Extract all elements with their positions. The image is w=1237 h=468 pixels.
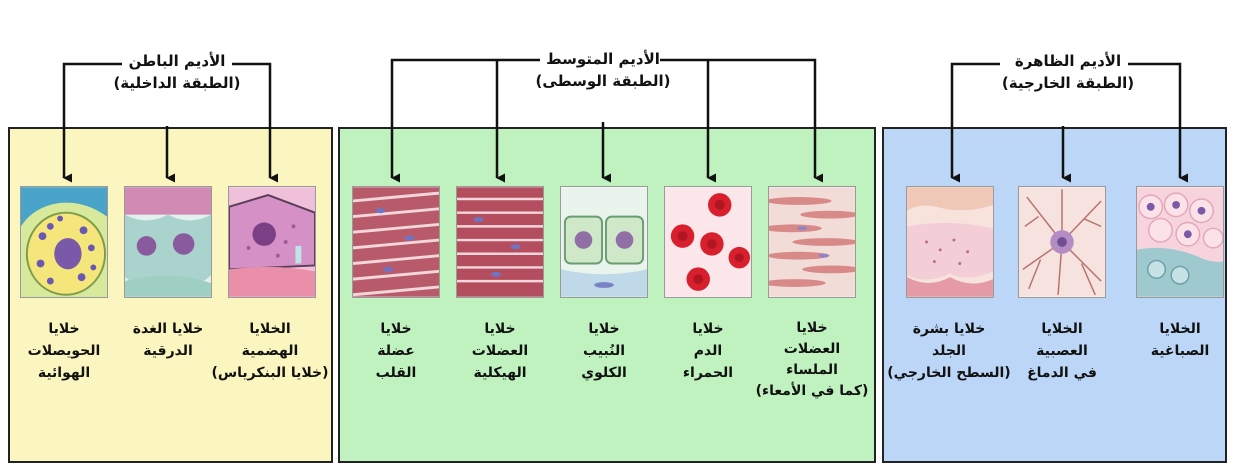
label-line: الخلايا — [1041, 321, 1083, 337]
endoderm-title-block: الأديم الباطن (الطبقة الداخلية) — [102, 50, 252, 94]
pancreatic-cell-image — [228, 186, 316, 298]
red-blood-cell-label: خلايا الدم الحمراء — [658, 318, 758, 384]
cardiac-cell-label: خلايا عضلة القلب — [346, 318, 446, 384]
label-line: خلايا — [796, 320, 828, 336]
kidney-tubule-cell-image — [560, 186, 648, 298]
pigment-cell-label: الخلايا الصباغية — [1130, 318, 1230, 362]
label-line: الهوائية — [37, 365, 91, 381]
label-line: خلايا — [380, 321, 412, 337]
label-line: (خلايا البنكرياس) — [211, 365, 329, 381]
thyroid-cell-label: خلايا الغدة الدرقية — [118, 318, 218, 362]
red-blood-cell-image — [664, 186, 752, 298]
mesoderm-title-block: الأديم المتوسط (الطبقة الوسطى) — [528, 48, 678, 92]
label-line: الدم — [693, 343, 723, 359]
label-line: خلايا — [48, 321, 80, 337]
cardiac-cell-image — [352, 186, 440, 298]
thyroid-cell-image — [124, 186, 212, 298]
label-line: (كما في الأمعاء) — [755, 383, 869, 399]
ectoderm-subtitle: (الطبقة الخارجية) — [1001, 74, 1135, 92]
endoderm-subtitle: (الطبقة الداخلية) — [113, 74, 241, 92]
kidney-tubule-cell-label: خلايا النُبيب الكلوي — [554, 318, 654, 384]
label-line: خلايا — [484, 321, 516, 337]
label-line: الهيكلية — [473, 365, 527, 381]
pancreatic-cell-label: الخلايا الهضمية (خلايا البنكرياس) — [206, 318, 334, 384]
ectoderm-title: الأديم الظاهرة — [1014, 52, 1122, 70]
label-line: خلايا الغدة — [132, 321, 204, 337]
label-line: الخلايا — [249, 321, 291, 337]
alveoli-cell-image — [20, 186, 108, 298]
skin-cell-label: خلايا بشرة الجلد (السطح الخارجي) — [884, 318, 1014, 384]
label-line: العضلات — [783, 341, 841, 357]
label-line: خلايا — [692, 321, 724, 337]
skeletal-cell-label: خلايا العضلات الهيكلية — [450, 318, 550, 384]
skeletal-cell-image — [456, 186, 544, 298]
alveoli-cell-label: خلايا الحويصلات الهوائية — [14, 318, 114, 384]
label-line: العضلات — [471, 343, 529, 359]
label-line: القلب — [375, 365, 417, 381]
label-line: الدرقية — [143, 343, 193, 359]
label-line: في الدماغ — [1027, 365, 1097, 381]
label-line: الحويصلات — [27, 343, 101, 359]
mesoderm-subtitle: (الطبقة الوسطى) — [535, 72, 671, 90]
label-line: (السطح الخارجي) — [887, 365, 1011, 381]
label-line: الخلايا — [1159, 321, 1201, 337]
label-line: الحمراء — [682, 365, 734, 381]
skin-cell-image — [906, 186, 994, 298]
label-line: النُبيب — [582, 343, 626, 359]
neuron-cell-image — [1018, 186, 1106, 298]
label-line: عضلة — [377, 343, 415, 359]
smooth-muscle-cell-label: خلايا العضلات الملساء (كما في الأمعاء) — [748, 318, 876, 402]
ectoderm-title-block: الأديم الظاهرة (الطبقة الخارجية) — [988, 50, 1148, 94]
smooth-muscle-cell-image — [768, 186, 856, 298]
label-line: الجلد — [932, 343, 966, 359]
label-line: الملساء — [786, 362, 838, 378]
label-line: الكلوي — [581, 365, 627, 381]
label-line: الهضمية — [241, 343, 299, 359]
neuron-cell-label: الخلايا العصبية في الدماغ — [1012, 318, 1112, 384]
pigment-cell-image — [1136, 186, 1224, 298]
label-line: العصبية — [1036, 343, 1088, 359]
mesoderm-title: الأديم المتوسط — [546, 50, 660, 68]
endoderm-title: الأديم الباطن — [128, 52, 226, 70]
label-line: الصباغية — [1150, 343, 1210, 359]
label-line: خلايا بشرة — [912, 321, 986, 337]
label-line: خلايا — [588, 321, 620, 337]
